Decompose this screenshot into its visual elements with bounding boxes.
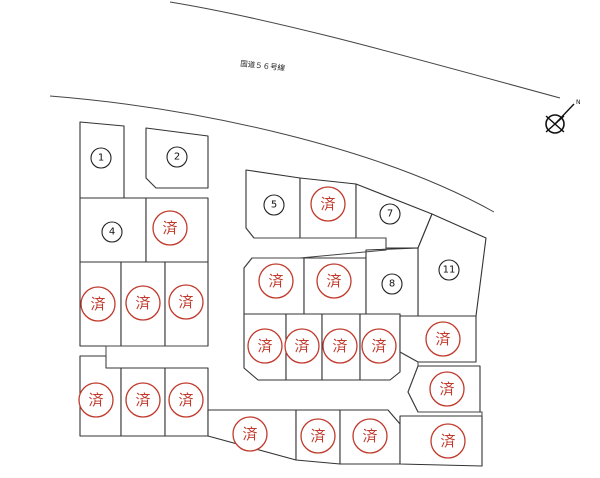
lot-number-circle: [166, 146, 188, 168]
sold-stamp-label: 済: [178, 293, 193, 311]
sold-stamp-circle: [247, 328, 283, 364]
sold-stamp-circle: [80, 286, 116, 322]
sold-stamp-lot-bottom-b: 済: [300, 418, 336, 454]
lot-number-label: 8: [389, 279, 395, 290]
lot-number-lot-1: 1: [90, 147, 112, 169]
lot-number-lot-2: 2: [166, 146, 188, 168]
sold-stamp-circle: [352, 418, 388, 454]
sold-stamp-lot-mid-top-b: 済: [310, 186, 346, 222]
lot-number-lot-5: 5: [263, 194, 285, 216]
sold-stamp-circle: [125, 382, 161, 418]
mid-access-road: [243, 227, 387, 269]
sold-stamp-lot-left-r4-b: 済: [125, 382, 161, 418]
sold-stamp-label: 済: [90, 295, 105, 313]
road-label: 国道５６号線: [240, 58, 286, 73]
lot-number-circle: [101, 221, 123, 243]
sold-stamp-lot-left-r4-c: 済: [168, 382, 204, 418]
sold-stamp-circle: [322, 328, 358, 364]
national-route-road: 国道５６号線: [49, 1, 561, 213]
sold-stamp-lot-left-r4-a: 済: [78, 382, 114, 418]
road-upper-edge: [169, 1, 561, 99]
sold-stamp-label: 済: [135, 294, 150, 312]
lot-number-circle: [263, 194, 285, 216]
sold-stamp-label: 済: [440, 432, 455, 450]
sold-stamp-label: 済: [178, 391, 193, 409]
sold-stamp-label: 済: [371, 337, 386, 355]
sold-stamp-lot-bottom-a: 済: [232, 416, 268, 452]
lot-number-lot-8: 8: [381, 273, 403, 295]
sold-stamp-circle: [429, 371, 465, 407]
lot-number-lot-7: 7: [379, 203, 401, 225]
sold-stamp-circle: [152, 210, 188, 246]
lot-number-label: 2: [174, 152, 180, 163]
compass-icon: N: [545, 99, 581, 134]
compass-north-label: N: [576, 99, 581, 106]
lot-number-label: 5: [271, 200, 277, 211]
sold-stamp-label: 済: [326, 272, 341, 290]
sold-stamp-circle: [258, 263, 294, 299]
sold-stamp-label: 済: [268, 272, 283, 290]
sold-stamp-lot-bottom-c: 済: [352, 418, 388, 454]
sold-stamp-label: 済: [435, 330, 450, 348]
sold-stamp-circle: [430, 423, 466, 459]
sold-stamp-circle: [284, 328, 320, 364]
sold-stamp-lot-mid-r2-b: 済: [316, 263, 352, 299]
sold-stamp-label: 済: [320, 195, 335, 213]
sold-stamp-circle: [168, 382, 204, 418]
lot-number-circle: [381, 273, 403, 295]
road-lower-edge: [49, 95, 495, 213]
sold-stamp-lot-right-r4: 済: [429, 371, 465, 407]
sold-stamp-label: 済: [294, 337, 309, 355]
sold-stamp-circle: [78, 382, 114, 418]
sold-stamp-lot-left-r3-b: 済: [125, 285, 161, 321]
sold-stamp-circle: [361, 328, 397, 364]
sold-stamp-label: 済: [332, 337, 347, 355]
sold-stamp-lot-mid-r3-c: 済: [322, 328, 358, 364]
east-access-road: [399, 351, 483, 416]
sold-stamp-lot-right-r3: 済: [425, 321, 461, 357]
sold-stamp-circle: [168, 284, 204, 320]
sold-stamp-lot-left-r3-a: 済: [80, 286, 116, 322]
left-access-road: [105, 345, 208, 368]
sold-stamp-label: 済: [257, 337, 272, 355]
sold-stamp-lot-mid-r2-a: 済: [258, 263, 294, 299]
lot-number-label: 4: [109, 227, 115, 238]
sold-stamp-label: 済: [135, 391, 150, 409]
lot-number-lot-11: 11: [438, 259, 460, 281]
sold-stamp-label: 済: [362, 427, 377, 445]
sold-stamp-lot-left-r3-c: 済: [168, 284, 204, 320]
sold-stamp-lot-right-r5: 済: [430, 423, 466, 459]
sold-stamp-circle: [310, 186, 346, 222]
sold-stamp-label: 済: [88, 391, 103, 409]
lot-number-label: 1: [98, 153, 104, 164]
sold-stamp-label: 済: [242, 425, 257, 443]
lot-number-circle: [379, 203, 401, 225]
sold-stamp-circle: [300, 418, 336, 454]
sold-stamp-circle: [232, 416, 268, 452]
lot-number-circle: [438, 259, 460, 281]
lot-number-label: 11: [443, 265, 456, 276]
sold-stamp-lot-mid-r3-b: 済: [284, 328, 320, 364]
sold-stamp-circle: [125, 285, 161, 321]
sold-stamp-lot-mid-r3-a: 済: [247, 328, 283, 364]
lot-number-label: 7: [387, 209, 393, 220]
sold-stamp-lot-mid-r3-d: 済: [361, 328, 397, 364]
lot-number-lot-4: 4: [101, 221, 123, 243]
sold-stamp-label: 済: [310, 427, 325, 445]
sold-stamp-circle: [425, 321, 461, 357]
sold-stamp-lot-left-r2-b: 済: [152, 210, 188, 246]
lot-number-circle: [90, 147, 112, 169]
sold-stamp-label: 済: [439, 380, 454, 398]
sold-stamp-label: 済: [162, 219, 177, 237]
sold-stamp-circle: [316, 263, 352, 299]
